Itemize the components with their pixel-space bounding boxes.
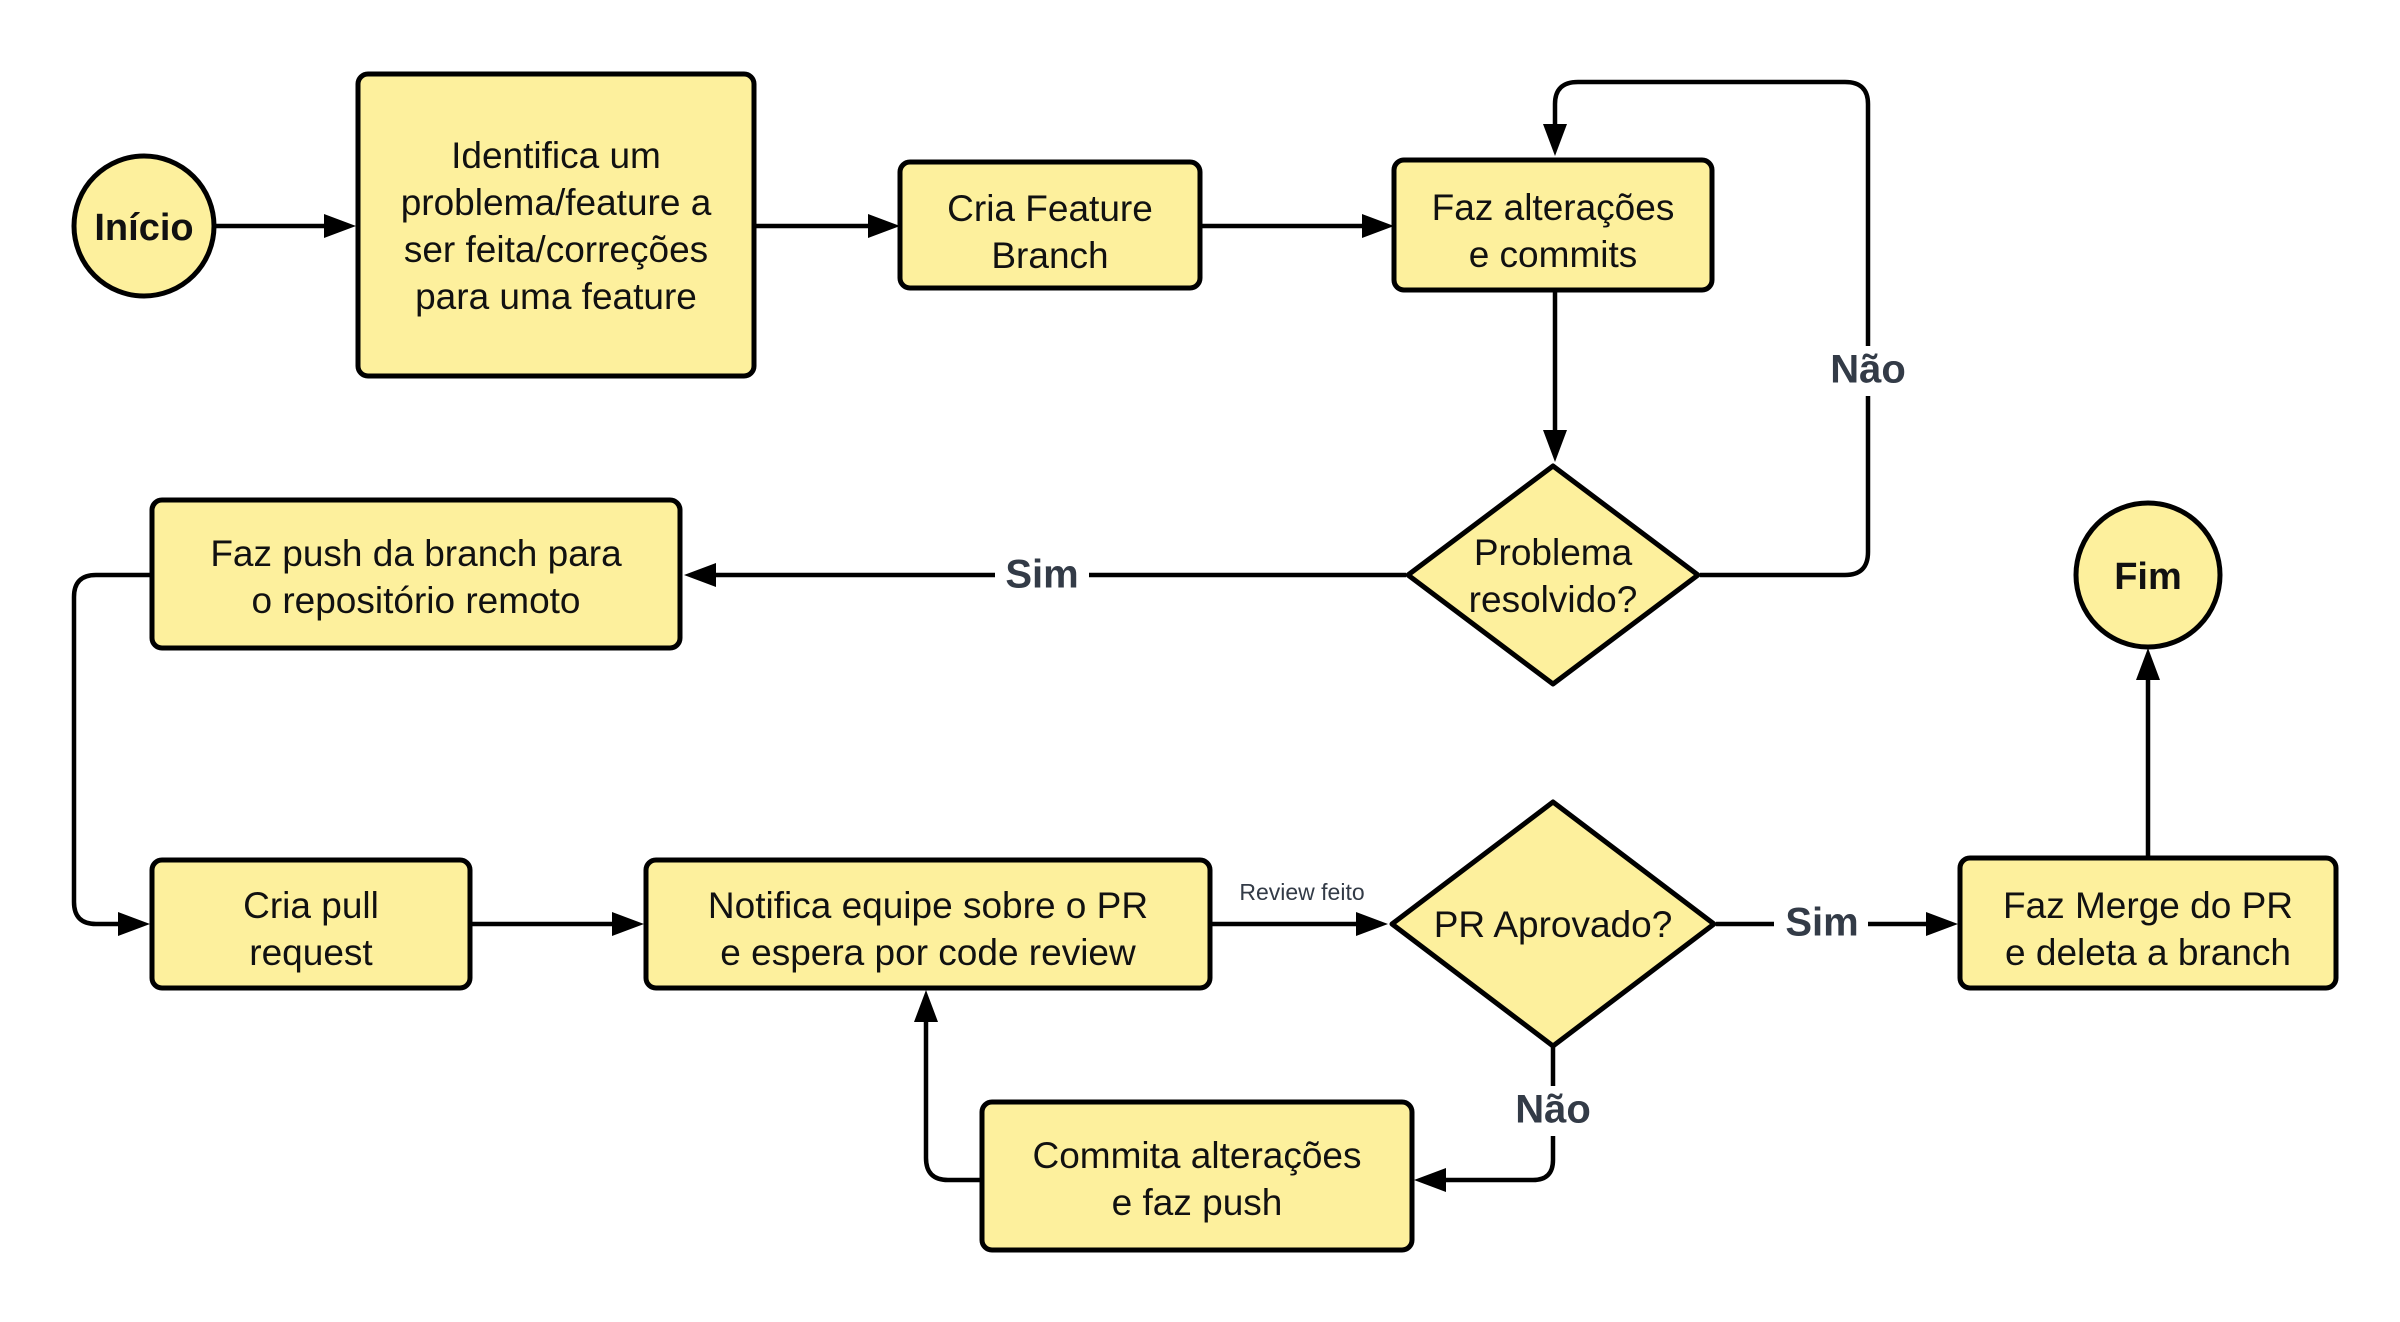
node-identifica-line-3: ser feita/correções <box>404 229 708 270</box>
arrowhead <box>2136 648 2160 680</box>
edge-faz-push-cria-pull <box>71 572 152 927</box>
node-cria-pull: Cria pull request <box>149 857 473 991</box>
arrowhead <box>612 912 644 936</box>
edge-label-background <box>1774 898 1868 948</box>
node-fim: Fim <box>2073 500 2223 650</box>
node-faz-merge-line-1: Faz Merge do PR <box>2003 885 2293 926</box>
edge-label-review-feito: Review feito <box>1239 879 1364 905</box>
node-faz-alteracoes-line-2: e commits <box>1469 234 1638 275</box>
node-inicio-label: Início <box>94 207 193 249</box>
node-commita-line-1: Commita alterações <box>1032 1135 1361 1176</box>
node-notifica-line-1: Notifica equipe sobre o PR <box>708 885 1148 926</box>
edges: Não Sim Review feito Sim Não <box>71 79 2160 1192</box>
process-box <box>643 857 1213 991</box>
node-faz-merge: Faz Merge do PR e deleta a branch <box>1957 855 2339 991</box>
node-faz-push-line-1: Faz push da branch para <box>210 533 622 574</box>
edge-label-nao-pr: Não <box>1515 1088 1591 1132</box>
start-terminal-shape <box>71 153 217 299</box>
node-faz-push-line-2: o repositório remoto <box>251 580 580 621</box>
node-identifica: Identifica um problema/feature a ser fei… <box>355 71 757 379</box>
arrowhead <box>1362 214 1394 238</box>
arrowhead <box>1543 124 1567 156</box>
node-faz-merge-line-2: e deleta a branch <box>2005 932 2291 973</box>
edge-label-sim-pr: Sim <box>1785 901 1858 945</box>
arrowhead <box>684 563 716 587</box>
node-notifica-line-2: e espera por code review <box>720 932 1136 973</box>
process-box <box>355 71 757 379</box>
arrowhead <box>1543 430 1567 462</box>
process-box <box>149 857 473 991</box>
edge-label-nao-problema: Não <box>1830 348 1906 392</box>
decision-diamond <box>1405 463 1701 687</box>
edge-commita-notifica <box>923 1018 980 1183</box>
node-identifica-line-4: para uma feature <box>415 276 697 317</box>
process-box <box>979 1099 1415 1253</box>
edge-problema-nao-loop <box>1552 79 1871 578</box>
arrowhead <box>1926 912 1958 936</box>
node-faz-alteracoes: Faz alterações e commits <box>1391 157 1715 293</box>
node-commita-line-2: e faz push <box>1112 1182 1283 1223</box>
process-box <box>897 159 1203 291</box>
node-faz-push: Faz push da branch para o repositório re… <box>149 497 683 651</box>
node-cria-pull-line-2: request <box>249 932 373 973</box>
node-identifica-line-1: Identifica um <box>451 135 661 176</box>
node-notifica: Notifica equipe sobre o PR e espera por … <box>643 857 1213 991</box>
edge-label-background <box>1510 1086 1598 1136</box>
node-pr-aprovado: PR Aprovado? <box>1389 799 1717 1049</box>
arrowhead <box>324 214 356 238</box>
node-identifica-line-2: problema/feature a <box>401 182 712 223</box>
arrowhead <box>1414 1168 1446 1192</box>
node-cria-branch-line-1: Cria Feature <box>947 188 1153 229</box>
process-box <box>1391 157 1715 293</box>
node-cria-branch: Cria Feature Branch <box>897 159 1203 291</box>
node-fim-label: Fim <box>2114 556 2182 598</box>
node-problema-line-1: Problema <box>1474 532 1633 573</box>
node-cria-pull-line-1: Cria pull <box>243 885 379 926</box>
arrowhead <box>1356 912 1388 936</box>
node-inicio: Início <box>71 153 217 299</box>
node-problema-resolvido: Problema resolvido? <box>1405 463 1701 687</box>
node-pr-aprovado-label: PR Aprovado? <box>1434 904 1673 945</box>
edge-label-sim-problema: Sim <box>1005 553 1078 597</box>
edge-label-background <box>995 550 1089 600</box>
nodes: Início Identifica um problema/feature a … <box>71 71 2339 1253</box>
decision-diamond <box>1389 799 1717 1049</box>
node-commita: Commita alterações e faz push <box>979 1099 1415 1253</box>
edge-label-background <box>1822 346 1914 396</box>
node-cria-branch-line-2: Branch <box>991 235 1108 276</box>
end-terminal-shape <box>2073 500 2223 650</box>
node-problema-line-2: resolvido? <box>1469 579 1638 620</box>
arrowhead <box>118 912 150 936</box>
arrowhead <box>868 214 900 238</box>
edge-pr-nao-commita <box>1442 1046 1556 1183</box>
node-faz-alteracoes-line-1: Faz alterações <box>1432 187 1675 228</box>
process-box <box>1957 855 2339 991</box>
process-box <box>149 497 683 651</box>
arrowhead <box>914 990 938 1022</box>
